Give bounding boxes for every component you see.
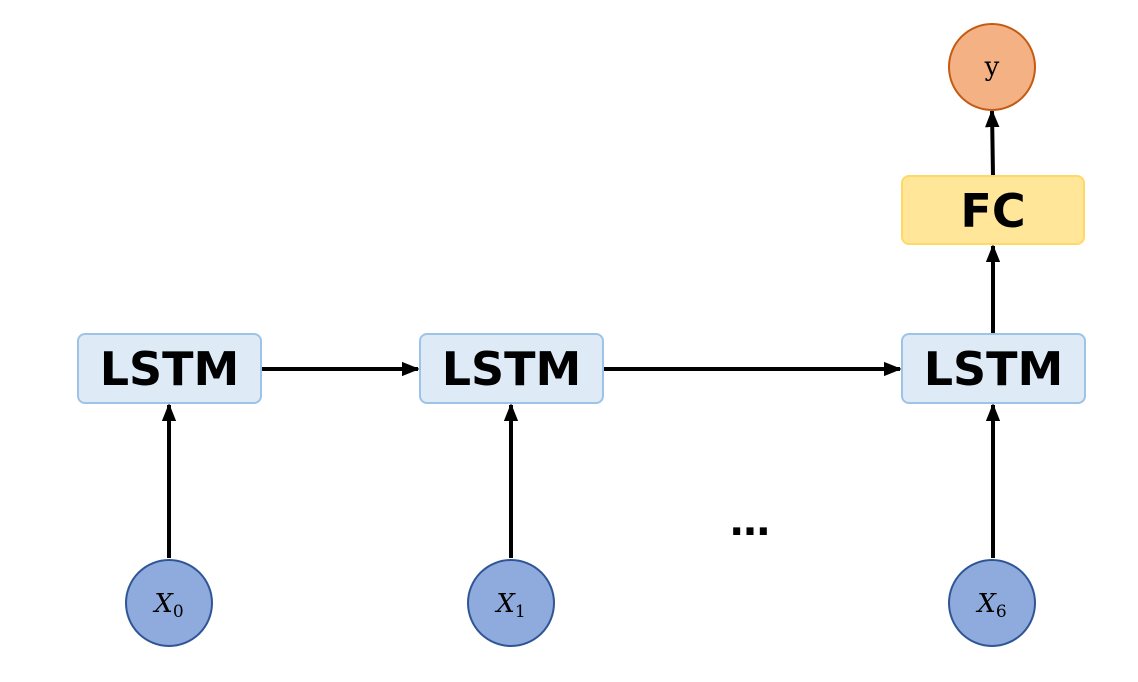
input-node-1-subscript: 1 <box>515 602 526 622</box>
svg-text:X6: X6 <box>975 589 1006 622</box>
input-node-1-label: X <box>494 589 516 619</box>
ellipsis: … <box>730 499 770 545</box>
lstm-cell-0-label: LSTM <box>100 342 240 396</box>
lstm-cell-0: LSTM <box>77 333 262 404</box>
input-node-1: X1 <box>467 559 555 647</box>
fc-layer: FC <box>901 175 1085 245</box>
output-node: y <box>948 23 1036 111</box>
lstm-cell-1: LSTM <box>419 333 604 404</box>
input-node-0-subscript: 0 <box>173 602 184 622</box>
lstm-cell-2-label: LSTM <box>924 342 1064 396</box>
output-node-label: y <box>984 52 1000 82</box>
lstm-cell-1-label: LSTM <box>442 342 582 396</box>
input-node-0-label: X <box>152 589 174 619</box>
input-node-6-label: X <box>975 589 997 619</box>
lstm-cell-2: LSTM <box>901 333 1086 404</box>
svg-text:X1: X1 <box>494 589 525 622</box>
input-node-6-subscript: 6 <box>996 602 1007 622</box>
fc-layer-label: FC <box>960 184 1025 238</box>
input-node-6: X6 <box>948 559 1036 647</box>
input-node-0: X0 <box>125 559 213 647</box>
svg-text:X0: X0 <box>152 589 183 622</box>
fc-to-output-arrow <box>985 109 1000 177</box>
